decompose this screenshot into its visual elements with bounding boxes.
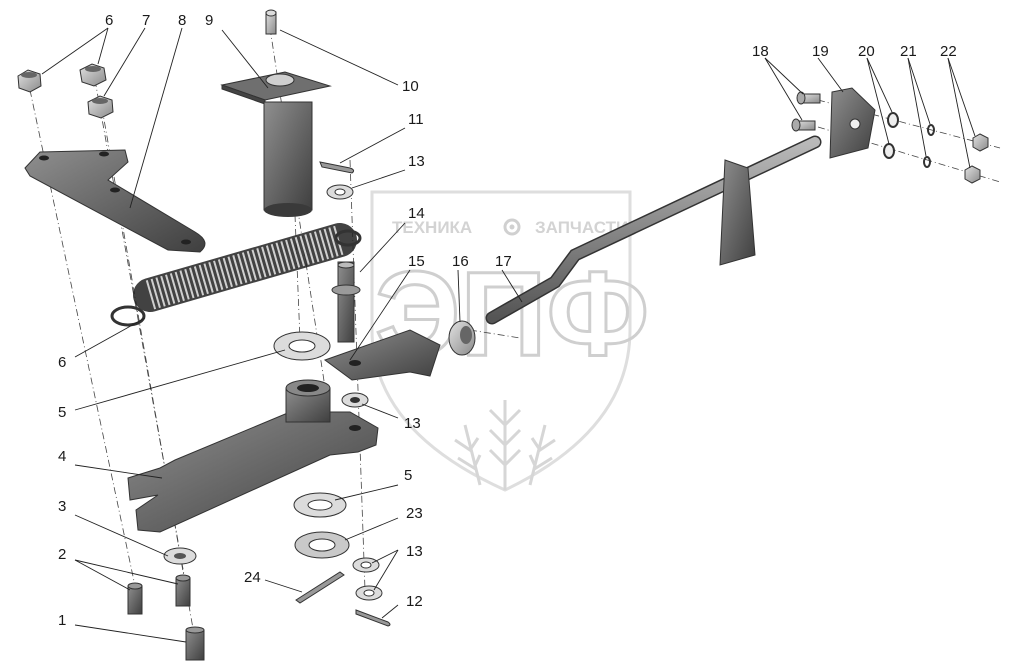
part-lever-4 [127,379,379,533]
callout-12-bottom: 12 [406,593,423,610]
callout-14: 14 [408,205,425,222]
callout-9: 8 [178,12,186,29]
part-nut-8 [87,95,114,119]
callout-10: 9 [205,12,213,29]
callout-12-top: 11 [408,111,424,128]
callout-11: 10 [402,78,419,95]
callout-8: 7 [142,12,150,29]
callout-23: 23 [406,505,423,522]
part-washer-13a [326,184,354,200]
callout-18: 18 [752,43,769,60]
callout-3: 3 [58,498,66,515]
callout-13-top: 13 [408,153,425,170]
gear-icon [503,218,521,236]
part-nut-22b [964,165,981,184]
callout-15: 15 [408,253,425,270]
part-bolt-18a [796,91,821,105]
part-bushing-16 [448,320,476,356]
callout-2: 2 [58,546,66,563]
part-washer-13b [341,392,369,408]
part-grease-nipple-11 [265,9,277,35]
part-washer-13d [355,585,383,601]
part-bolt-2b [175,574,191,607]
part-washer-20b [883,143,895,159]
part-spring-6 [110,223,362,327]
part-bolt-2a [127,582,143,615]
callout-20: 20 [858,43,875,60]
part-cotter-pin-12a [319,161,355,174]
callout-labels: 6 7 8 9 10 11 13 14 15 16 17 18 19 20 21… [58,12,957,629]
leader-lines [41,27,976,643]
callout-13-middle: 13 [404,415,421,432]
part-nut-22a [972,133,989,152]
part-pin-14 [331,261,361,343]
part-washer-5b [293,492,347,518]
part-cotter-pin-12b [355,609,391,627]
part-washer-13c [352,557,380,573]
part-nut-7b [79,63,107,87]
callout-22: 22 [940,43,957,60]
part-washer-23 [294,531,350,559]
part-washer-3 [163,547,197,565]
part-washer-5a [273,331,331,361]
callout-21: 21 [900,43,917,60]
callout-4: 4 [58,448,66,465]
part-bracket-15 [323,329,441,381]
part-plate-9 [24,149,206,253]
part-nut-7a [17,69,42,93]
part-bolt-1 [185,626,205,661]
part-flange-pin-10 [220,71,332,217]
callout-16: 16 [452,253,469,270]
part-bolt-18b [791,118,816,132]
part-flange-plate-19 [829,87,876,159]
watermark-text-right: ЗАПЧАСТИ [535,218,628,237]
part-lock-washer-21a [927,124,935,136]
callout-24: 24 [244,569,261,586]
callout-1: 1 [58,612,66,629]
part-rod-17 [485,135,822,325]
part-cotter-pin-24 [295,571,345,604]
wheat-emblem [454,400,556,490]
callout-13-bottom: 13 [406,543,423,560]
callout-19: 19 [812,43,829,60]
watermark-text-left: ТЕХНИКА [392,218,472,237]
callout-5-upper: 5 [58,404,66,421]
part-lock-washer-21b [923,156,931,168]
part-washer-20a [887,112,899,128]
callout-17: 17 [495,253,512,270]
callout-7: 6 [105,12,113,29]
callout-5-lower: 5 [404,467,412,484]
callout-6: 6 [58,354,66,371]
